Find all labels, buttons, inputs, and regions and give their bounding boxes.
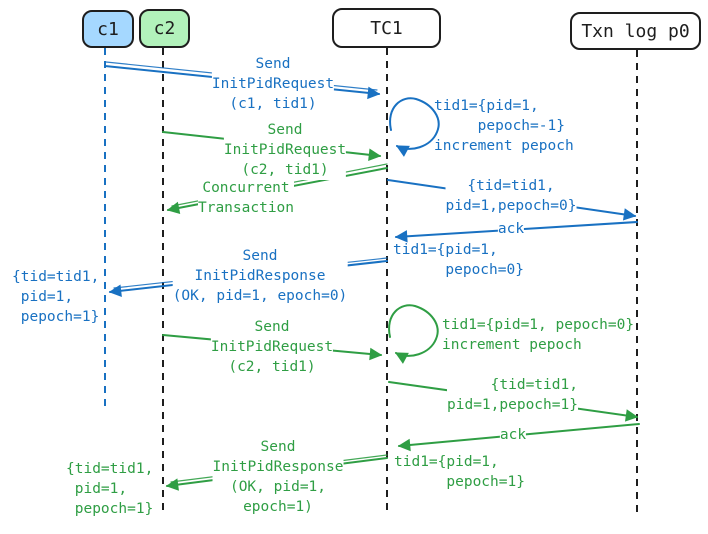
self-loop-tc1-increment-pepoch-1: [389, 97, 440, 157]
actor-box-c1: c1: [82, 10, 134, 48]
label-c1-state: {tid=tid1, pid=1, pepoch=1}: [12, 269, 100, 325]
label-send-initpidrequest-c2-first: Send InitPidRequest (c2, tid1): [223, 120, 347, 180]
label-send-initpidresponse-c1: Send InitPidResponse (OK, pid=1, epoch=0…: [172, 246, 348, 306]
label-ack-2: ack: [499, 425, 527, 445]
label-log-write-pepoch0: {tid=tid1, pid=1,pepoch=0}: [445, 176, 577, 216]
label-tc1-state-pepoch1: tid1={pid=1, pepoch=1}: [394, 454, 525, 490]
label-send-initpidresponse-c2: Send InitPidResponse (OK, pid=1, epoch=1…: [212, 437, 344, 517]
actor-label-c2: c2: [153, 18, 176, 39]
label-ack-1: ack: [497, 219, 525, 239]
label-send-initpidrequest-c2-second: Send InitPidRequest (c2, tid1): [210, 317, 334, 377]
label-tid1-pepoch-minus1-increment: tid1={pid=1, pepoch=-1} increment pepoch: [434, 98, 574, 154]
label-c2-state: {tid=tid1, pid=1, pepoch=1}: [66, 461, 154, 517]
actor-label-c1: c1: [97, 18, 119, 40]
actor-box-c2: c2: [139, 9, 190, 48]
actor-label-tc1: TC1: [370, 17, 403, 39]
label-log-write-pepoch1: {tid=tid1, pid=1,pepoch=1}: [447, 375, 578, 415]
label-send-initpidrequest-c1: Send InitPidRequest (c1, tid1): [211, 54, 335, 114]
actor-box-tc1: TC1: [332, 8, 441, 48]
actor-box-txn-log-p0: Txn log p0: [570, 12, 701, 50]
self-loop-tc1-increment-pepoch-2: [388, 304, 439, 364]
label-tid1-pepoch0-increment: tid1={pid=1, pepoch=0} increment pepoch: [442, 317, 635, 353]
label-concurrent-transaction: Concurrent Transaction: [197, 178, 295, 218]
label-tc1-state-pepoch0: tid1={pid=1, pepoch=0}: [393, 242, 524, 278]
actor-label-txn-log-p0: Txn log p0: [581, 20, 690, 42]
